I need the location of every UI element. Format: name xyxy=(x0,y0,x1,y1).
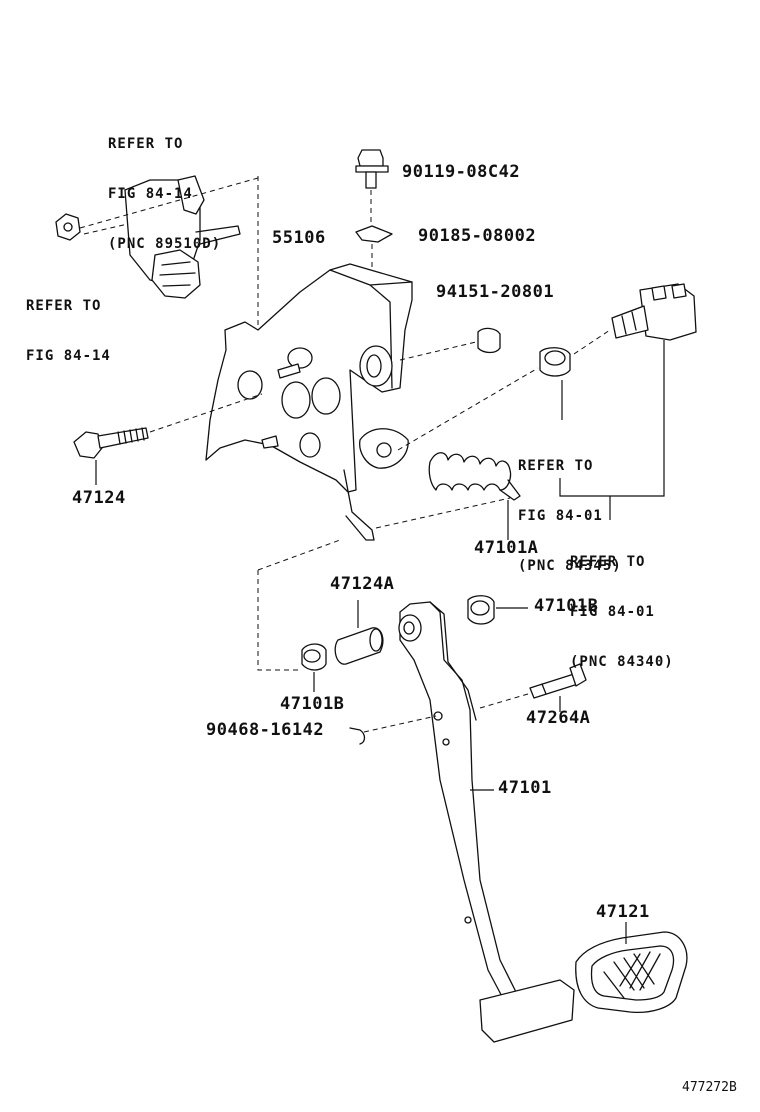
pedal-arm-47101-drawing xyxy=(398,601,575,1043)
part-label-47101a: 47101A xyxy=(474,538,539,558)
refer-line: FIG 84-14 xyxy=(108,185,193,202)
bolt-47124-drawing xyxy=(73,427,149,459)
part-label-90468: 90468-16142 xyxy=(206,720,325,740)
refer-line: REFER TO xyxy=(518,457,594,474)
refer-line: FIG 84-01 xyxy=(570,603,655,620)
refer-line: REFER TO xyxy=(26,297,102,314)
bush-47101b-top-drawing xyxy=(467,595,495,625)
refer-line: REFER TO xyxy=(570,553,646,570)
refer-note-fig-84-14: REFER TO FIG 84-14 xyxy=(26,264,111,382)
stop-lamp-switch-drawing xyxy=(611,283,697,341)
refer-note-89510d: REFER TO FIG 84-14 (PNC 89510D) xyxy=(108,102,221,270)
collar-94151-drawing xyxy=(477,327,501,354)
refer-line: (PNC 84340) xyxy=(570,654,674,671)
part-label-47101b-top: 47101B xyxy=(534,596,599,616)
refer-line: REFER TO xyxy=(108,135,184,152)
pedal-pad-47121-drawing xyxy=(575,931,688,1014)
bush-drawing xyxy=(539,347,571,377)
refer-line: FIG 84-14 xyxy=(26,347,111,364)
part-label-47121: 47121 xyxy=(596,902,650,922)
part-label-90185: 90185-08002 xyxy=(418,226,537,246)
clip-90468-drawing xyxy=(349,727,366,745)
pin-47264a-drawing xyxy=(529,663,587,699)
sensor-assembly-drawing xyxy=(124,175,241,299)
refer-line: (PNC 89510D) xyxy=(108,236,222,253)
part-label-47101: 47101 xyxy=(498,778,552,798)
bush-47101b-left-drawing xyxy=(301,643,327,671)
part-label-94151: 94151-20801 xyxy=(436,282,555,302)
part-label-47124: 47124 xyxy=(72,488,126,508)
part-label-47124a: 47124A xyxy=(330,574,395,594)
part-label-47264a: 47264A xyxy=(526,708,591,728)
clip-90185-drawing xyxy=(355,225,393,243)
nut-drawing xyxy=(55,213,81,241)
figure-id: 477272B xyxy=(682,1080,737,1095)
bolt-90119-drawing xyxy=(355,149,389,189)
collar-47124a-drawing xyxy=(334,627,384,665)
refer-note-84340: REFER TO FIG 84-01 (PNC 84340) xyxy=(570,520,674,688)
spring-47101a-drawing xyxy=(428,452,521,501)
part-label-90119: 90119-08C42 xyxy=(402,162,521,182)
refer-note-84345: REFER TO FIG 84-01 (PNC 84345) xyxy=(518,424,622,592)
refer-line: (PNC 84345) xyxy=(518,558,622,575)
refer-line: FIG 84-01 xyxy=(518,507,603,524)
part-label-47101b-left: 47101B xyxy=(280,694,345,714)
part-label-55106: 55106 xyxy=(272,228,326,248)
bracket-55106-drawing xyxy=(205,263,413,541)
